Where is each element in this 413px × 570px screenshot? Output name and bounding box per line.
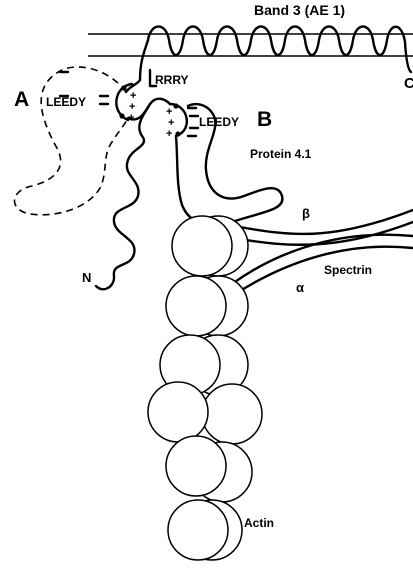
rrry-label: RRRY [155, 73, 189, 87]
spectrin-label: Spectrin [324, 263, 372, 277]
actin-bead-1a [172, 216, 232, 276]
site-b-positive-charges: + + + [166, 106, 174, 140]
actin-bead-6a [168, 500, 228, 560]
site-b-dot-top [173, 103, 178, 108]
domain-a-label: A [14, 88, 29, 111]
svg-text:+: + [166, 128, 172, 140]
actin-bead-2a [166, 276, 226, 336]
conformation-a-dashed-loop [14, 67, 128, 215]
leedy-b-label: LEEDY [199, 115, 239, 129]
svg-text:+: + [128, 112, 134, 124]
actin-label: Actin [244, 516, 274, 530]
band3-n-terminal-tail [96, 104, 150, 289]
leedy-a-label: LEEDY [46, 95, 86, 109]
actin-bead-4a [148, 382, 208, 442]
leedy-b-negative-charges [188, 108, 198, 136]
c-terminus-label: C [404, 75, 413, 92]
domain-b-label: B [257, 108, 272, 131]
site-a-dot-bottom [119, 113, 124, 118]
actin-filament [148, 216, 262, 560]
site-a-dot-top [121, 85, 126, 90]
spectrin-alpha-strand-bottom [232, 247, 413, 296]
beta-label: β [302, 206, 310, 221]
spectrin-strands [232, 210, 413, 296]
band3-label: Band 3 (AE 1) [254, 2, 345, 18]
actin-bead-5a [166, 436, 226, 496]
actin-bead-4b [202, 384, 262, 444]
protein41-label: Protein 4.1 [250, 147, 312, 161]
alpha-label: α [296, 280, 304, 295]
n-terminus-label: N [82, 270, 91, 285]
